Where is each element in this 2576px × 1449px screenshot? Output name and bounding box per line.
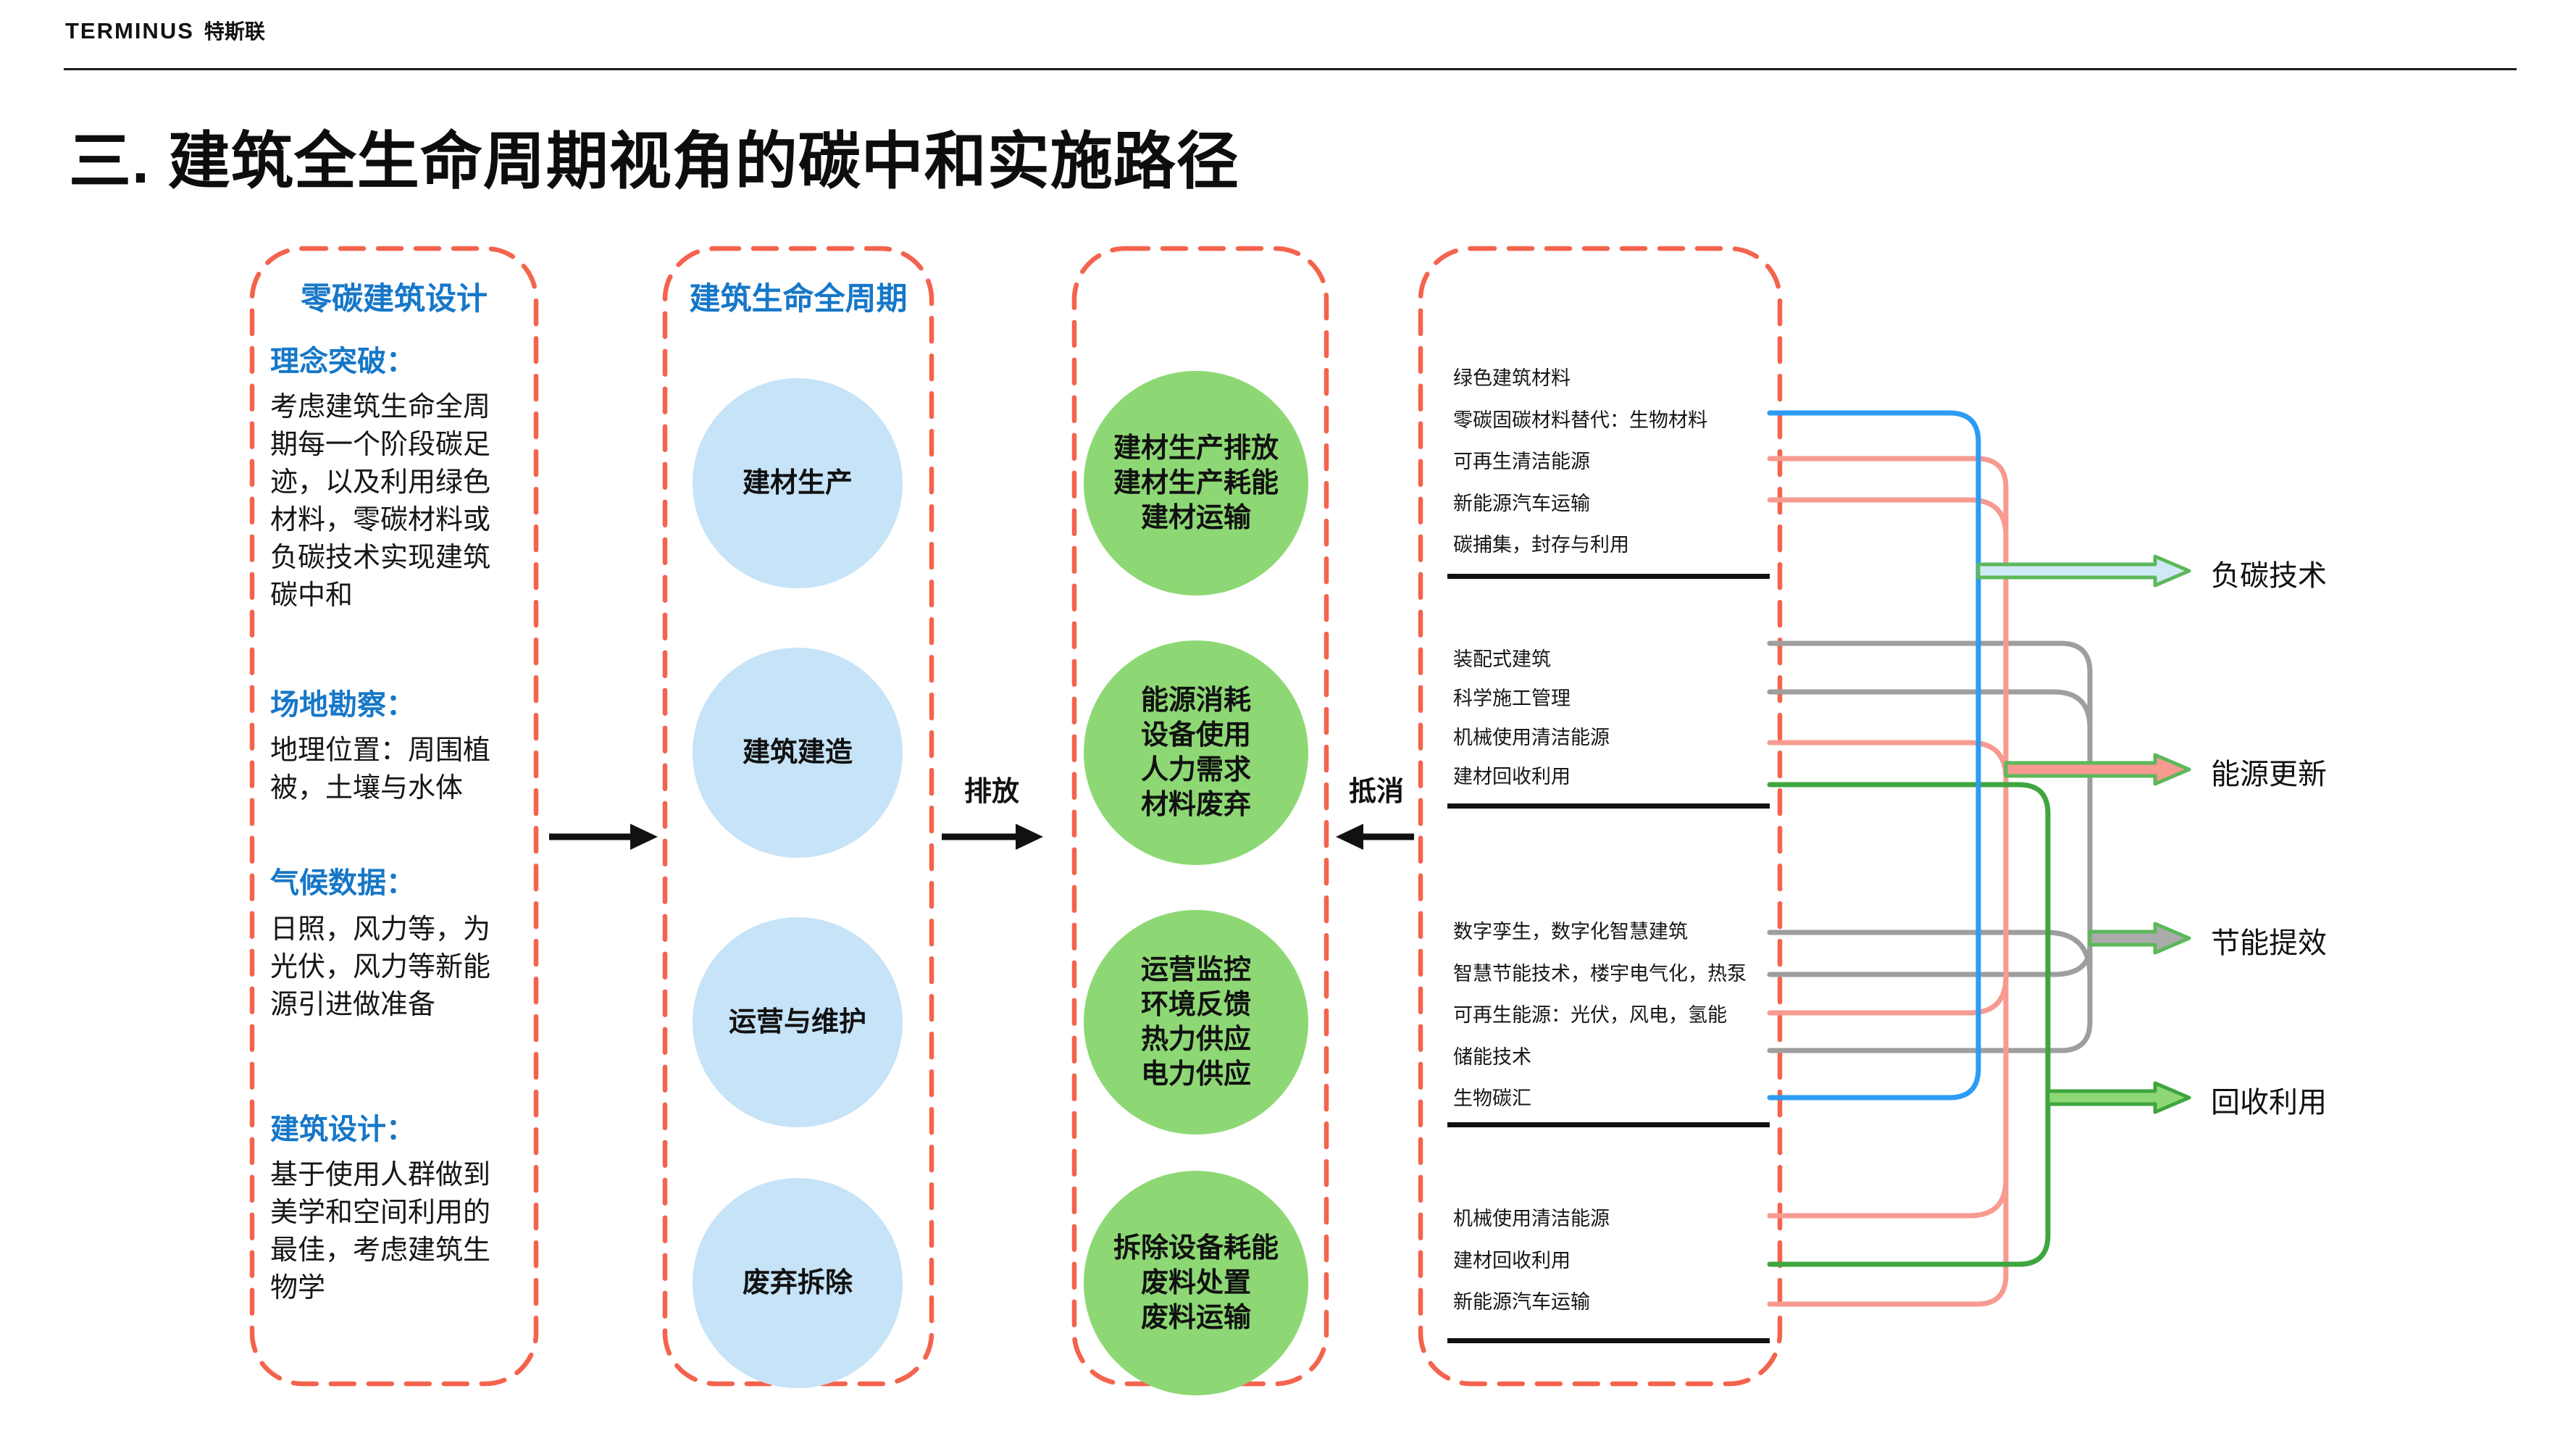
salmon-connector-bus [1767,456,2009,1307]
measures-group-3: 数字孪生，数字化智慧建筑 智慧节能技术，楼宇电气化，热泵 可再生能源：光伏，风电… [1453,911,1747,1120]
emission-circle: 拆除设备耗能 废料处置 废料运输 [1084,1171,1308,1395]
measure-item: 科学施工管理 [1453,688,1571,709]
flow-arrows [549,824,1414,850]
emission-item: 运营监控 [1140,955,1251,985]
terminus-logo-text-en: TERMINUS [65,18,194,43]
emission-item: 设备使用 [1140,720,1251,751]
lifecycle-stage-circle: 建筑建造 [693,648,903,858]
measures-group-1: 绿色建筑材料 零碳固碳材料替代：生物材料 可再生清洁能源 新能源汽车运输 碳捕集… [1453,358,1707,567]
energy-renewal-label: 能源更新 [2211,759,2327,790]
group-divider [1447,574,1770,579]
stage-label: 建材生产 [742,468,853,498]
emission-circle: 建材生产排放 建材生产耗能 建材运输 [1084,371,1308,596]
emission-item: 人力需求 [1140,755,1251,785]
measure-item: 新能源汽车运输 [1453,1291,1590,1313]
measure-item: 机械使用清洁能源 [1453,1208,1610,1229]
blue-connector-bus [1767,410,1981,1101]
energy-saving-label: 节能提效 [2211,927,2327,959]
recycling-label: 回收利用 [2211,1087,2327,1119]
emission-flow-label: 排放 [964,777,1020,807]
group-divider [1447,1122,1770,1127]
measure-item: 新能源汽车运输 [1453,492,1590,514]
measure-item: 生物碳汇 [1453,1087,1531,1109]
emission-item: 建材生产排放 [1113,433,1279,464]
measures-group-2: 装配式建筑 科学施工管理 机械使用清洁能源 建材回收利用 [1453,640,1610,796]
lifecycle-stage-circle: 运营与维护 [693,917,903,1127]
emission-item: 废料运输 [1140,1303,1251,1333]
lifecycle-stage-circle: 建材生产 [693,378,903,588]
emission-item: 热力供应 [1140,1024,1251,1055]
offset-arrowhead [1336,824,1363,850]
panel1-section3-body: 日照，风力等，为光伏，风力等新能源引进做准备 [270,914,491,1020]
panel2-title: 建筑生命全周期 [689,282,908,317]
group-divider [1447,803,1770,809]
panel1-section1-heading: 理念突破： [270,346,415,377]
negative-carbon-arrow [1976,554,2191,588]
header-divider [64,68,2517,70]
offset-flow-label: 抵消 [1349,777,1405,807]
group-divider [1447,1338,1770,1343]
emission-circle: 能源消耗 设备使用 人力需求 材料废弃 [1084,640,1308,865]
recycling-arrow [2046,1081,2191,1114]
terminus-logo-text-cn: 特斯联 [204,20,265,43]
stage-label: 废弃拆除 [742,1268,853,1298]
energy-saving-arrow [2088,922,2191,955]
panel1-section2-heading: 场地勘察： [270,689,415,721]
lifecycle-stage-circle: 废弃拆除 [693,1178,903,1388]
measure-item: 机械使用清洁能源 [1453,727,1610,748]
emission-item: 拆除设备耗能 [1113,1233,1279,1264]
measure-item: 绿色建筑材料 [1453,367,1571,389]
design-to-lifecycle-arrowhead [630,824,658,850]
emission-circle: 运营监控 环境反馈 热力供应 电力供应 [1084,910,1308,1135]
panel1-section1-body: 考虑建筑生命全周期每一个阶段碳足迹，以及利用绿色材料，零碳材料或负碳技术实现建筑… [270,392,491,611]
emission-item: 材料废弃 [1140,790,1251,820]
emission-item: 能源消耗 [1140,685,1251,716]
emission-item: 废料处置 [1140,1268,1251,1298]
measure-item: 碳捕集，封存与利用 [1453,534,1629,556]
energy-renewal-arrow [2004,753,2191,786]
measure-item: 建材回收利用 [1453,1249,1571,1271]
panel1-section2-body: 地理位置：周围植被，土壤与水体 [270,735,491,803]
measure-item: 建材回收利用 [1453,766,1571,788]
green-connector-bus [1767,782,2051,1267]
measure-item: 可再生清洁能源 [1453,451,1590,472]
emission-item: 建材生产耗能 [1113,468,1279,498]
measure-item: 智慧节能技术，楼宇电气化，热泵 [1453,962,1747,985]
stage-label: 运营与维护 [728,1007,866,1037]
measure-item: 装配式建筑 [1453,648,1551,670]
panel1-section4-body: 基于使用人群做到美学和空间利用的最佳，考虑建筑生物学 [270,1160,491,1303]
negative-carbon-label: 负碳技术 [2211,560,2327,592]
measure-item: 储能技术 [1453,1045,1531,1068]
measure-item: 可再生能源：光伏，风电，氢能 [1453,1004,1727,1026]
emission-arrowhead [1016,824,1043,850]
page-title: 三. 建筑全生命周期视角的碳中和实施路径 [69,127,1239,196]
emission-item: 电力供应 [1140,1059,1251,1090]
panel-zero-carbon-design-border [249,246,539,1387]
emission-item: 建材运输 [1140,503,1251,533]
panel1-title: 零碳建筑设计 [301,282,488,317]
measure-item: 数字孪生，数字化智慧建筑 [1453,921,1688,943]
measures-group-4: 机械使用清洁能源 建材回收利用 新能源汽车运输 [1453,1198,1610,1324]
stage-label: 建筑建造 [742,738,853,768]
panel1-section4-heading: 建筑设计： [270,1114,415,1145]
gray-connector-bus [1767,640,2093,1053]
terminus-logo: TERMINUS 特斯联 [65,16,265,45]
panel1-section3-heading: 气候数据： [270,867,415,899]
emission-item: 环境反馈 [1140,990,1251,1020]
panel-measures-border [1418,246,1783,1387]
measure-item: 零碳固碳材料替代：生物材料 [1453,409,1707,431]
